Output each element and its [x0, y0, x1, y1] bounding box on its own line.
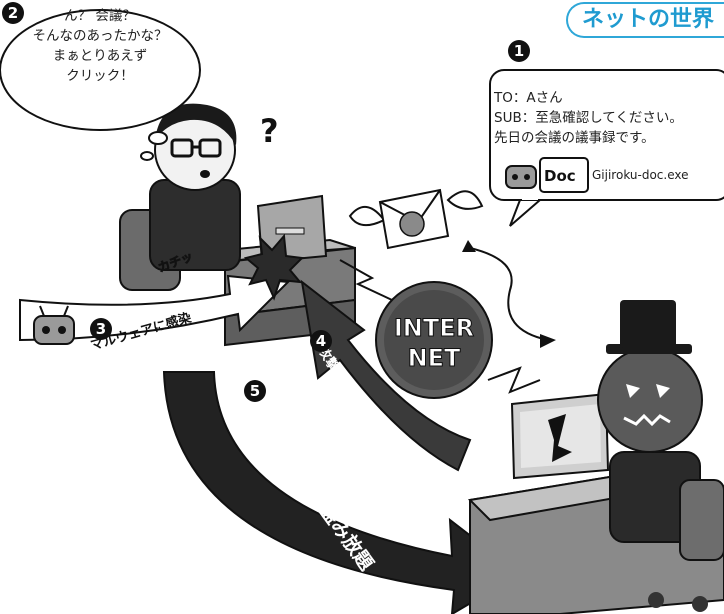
- email-text: TO：Aさん SUB：至急確認してください。 先日の会議の議事録です。: [494, 88, 724, 148]
- attachment-filename: Gijiroku-doc.exe: [592, 168, 689, 182]
- attacker-send-arrow: [462, 240, 556, 348]
- section-tag: ネットの世界: [566, 2, 724, 38]
- email-envelope-icon: [348, 188, 484, 250]
- email-subject: SUB：至急確認してください。: [494, 110, 683, 126]
- thought-text: ん？ 会議？ そんなのあったかな？ まぁとりあえず クリック！: [2, 6, 198, 86]
- thought-bubble: [0, 9, 201, 161]
- step-1-badge: 1: [508, 40, 530, 62]
- svg-text:?: ?: [260, 112, 279, 150]
- step-4-badge: 4: [310, 330, 332, 352]
- email-bubble: Doc: [489, 69, 724, 227]
- data-theft-arrow: [162, 371, 522, 614]
- hijack-arrow: [300, 279, 472, 472]
- internet-label-2: NET: [408, 344, 461, 372]
- attacker-chair: [648, 479, 724, 612]
- internet-icon: [375, 281, 493, 399]
- attacker-monitor: [510, 392, 610, 480]
- thought-line: まぁとりあえず: [52, 48, 148, 64]
- malware-bot-icon: [33, 305, 75, 345]
- thought-line: そんなのあったかな？: [32, 28, 168, 44]
- attacker-character: [597, 300, 703, 543]
- step-3-badge: 3: [90, 318, 112, 340]
- lightning-icon: [339, 259, 541, 394]
- victim-character: [149, 103, 241, 271]
- thought-line: クリック！: [66, 68, 134, 84]
- svg-text:Doc: Doc: [544, 167, 576, 185]
- infection-arrow: [19, 274, 291, 342]
- email-to: TO：Aさん: [494, 90, 563, 106]
- step-5-badge: 5: [244, 380, 266, 402]
- internet-label-1: INTER: [394, 314, 474, 342]
- step-2-badge: 2: [2, 2, 24, 24]
- email-body: 先日の会議の議事録です。: [494, 130, 655, 146]
- thought-line: ん？ 会議？: [64, 8, 136, 24]
- impact-burst-icon: [243, 233, 305, 301]
- question-mark-icon: ?: [260, 112, 279, 150]
